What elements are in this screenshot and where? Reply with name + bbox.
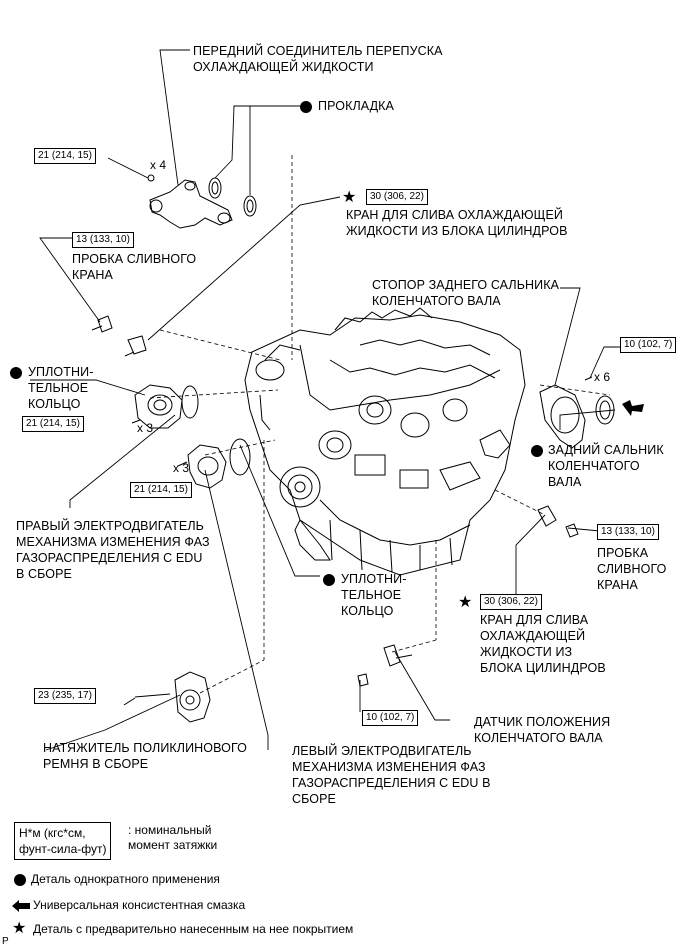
multiplier-retainer: x 6 — [594, 370, 611, 384]
belt-tensioner — [134, 671, 211, 723]
left-vvt-motor — [177, 438, 251, 489]
label-belt-tensioner: НАТЯЖИТЕЛЬ ПОЛИКЛИНОВОГО РЕМНЯ В СБОРЕ — [43, 741, 247, 771]
label-oring-right: УПЛОТНИ- ТЕЛЬНОЕ КОЛЬЦО — [341, 572, 407, 618]
legend-grease: Универсальная консистентная смазка — [33, 898, 246, 912]
corner-mark: P — [2, 936, 9, 947]
non-reusable-dot-icon — [14, 874, 26, 886]
label-drain-plug-right: ПРОБКА СЛИВНОГО КРАНА — [597, 546, 667, 592]
front-bypass-joint — [147, 174, 257, 229]
precoated-star-icon: ★ — [458, 594, 473, 611]
precoated-star-icon: ★ — [12, 920, 27, 937]
legend-precoated: Деталь с предварительно нанесенным на не… — [33, 922, 354, 936]
non-reusable-dot-icon — [300, 101, 312, 113]
label-front-bypass-joint: ПЕРЕДНИЙ СОЕДИНИТЕЛЬ ПЕРЕПУСКА ОХЛАЖДАЮЩ… — [193, 44, 443, 74]
drain-cock-top — [124, 335, 147, 357]
torque-drain-plug-right: 13 (133, 10) — [597, 524, 659, 540]
right-vvt-motor — [131, 384, 199, 429]
multiplier-right-vvt: x 3 — [137, 421, 154, 435]
grease-arrow-icon — [12, 900, 30, 912]
torque-right-vvt: 21 (214, 15) — [22, 416, 84, 432]
multiplier-bypass: x 4 — [150, 158, 167, 172]
legend-unit-box: Н*м (кгс*см, фунт-сила-фут) — [14, 822, 112, 860]
torque-left-vvt: 21 (214, 15) — [130, 482, 192, 498]
label-left-vvt-motor: ЛЕВЫЙ ЭЛЕКТРОДВИГАТЕЛЬ МЕХАНИЗМА ИЗМЕНЕН… — [292, 744, 491, 806]
label-rear-seal-retainer: СТОПОР ЗАДНЕГО САЛЬНИКА КОЛЕНЧАТОГО ВАЛА — [372, 278, 560, 308]
label-drain-plug-left: ПРОБКА СЛИВНОГО КРАНА — [72, 252, 197, 282]
label-rear-oil-seal: ЗАДНИЙ САЛЬНИК КОЛЕНЧАТОГО ВАЛА — [548, 443, 664, 489]
label-gasket: ПРОКЛАДКА — [318, 99, 394, 113]
label-drain-cock-top: КРАН ДЛЯ СЛИВА ОХЛАЖДАЮЩЕЙ ЖИДКОСТИ ИЗ Б… — [346, 208, 568, 238]
dashed-reference-lines — [149, 155, 611, 694]
legend-non-reusable: Деталь однократного применения — [31, 872, 220, 886]
torque-drain-plug-left: 13 (133, 10) — [72, 232, 134, 248]
non-reusable-dot-icon — [323, 574, 335, 586]
torque-drain-cock-top: 30 (306, 22) — [366, 189, 428, 205]
torque-tensioner: 23 (235, 17) — [34, 688, 96, 704]
leader-lines — [30, 49, 620, 751]
multiplier-left-vvt: x 3 — [173, 461, 190, 475]
torque-drain-cock-right: 30 (306, 22) — [480, 594, 542, 610]
torque-sensor: 10 (102, 7) — [362, 710, 419, 726]
engine-block — [244, 307, 526, 576]
grease-arrow-icon — [622, 400, 644, 416]
crank-position-sensor — [357, 644, 413, 687]
precoated-star-icon: ★ — [342, 189, 357, 206]
non-reusable-dot-icon — [10, 367, 22, 379]
label-oring-left: УПЛОТНИ- ТЕЛЬНОЕ КОЛЬЦО — [28, 365, 94, 411]
legend-unit-text: : номинальный момент затяжки — [128, 823, 218, 852]
drain-parts-right — [537, 505, 579, 538]
drain-plug-left — [91, 315, 113, 333]
label-drain-cock-right: КРАН ДЛЯ СЛИВА ОХЛАЖДАЮЩЕЙ ЖИДКОСТИ ИЗ Б… — [480, 613, 606, 675]
torque-bypass: 21 (214, 15) — [34, 148, 96, 164]
label-right-vvt-motor: ПРАВЫЙ ЭЛЕКТРОДВИГАТЕЛЬ МЕХАНИЗМА ИЗМЕНЕ… — [16, 519, 210, 581]
torque-retainer: 10 (102, 7) — [620, 337, 677, 353]
label-crank-sensor: ДАТЧИК ПОЛОЖЕНИЯ КОЛЕНЧАТОГО ВАЛА — [474, 715, 611, 745]
non-reusable-dot-icon — [531, 445, 543, 457]
rear-seal-retainer — [539, 376, 615, 449]
